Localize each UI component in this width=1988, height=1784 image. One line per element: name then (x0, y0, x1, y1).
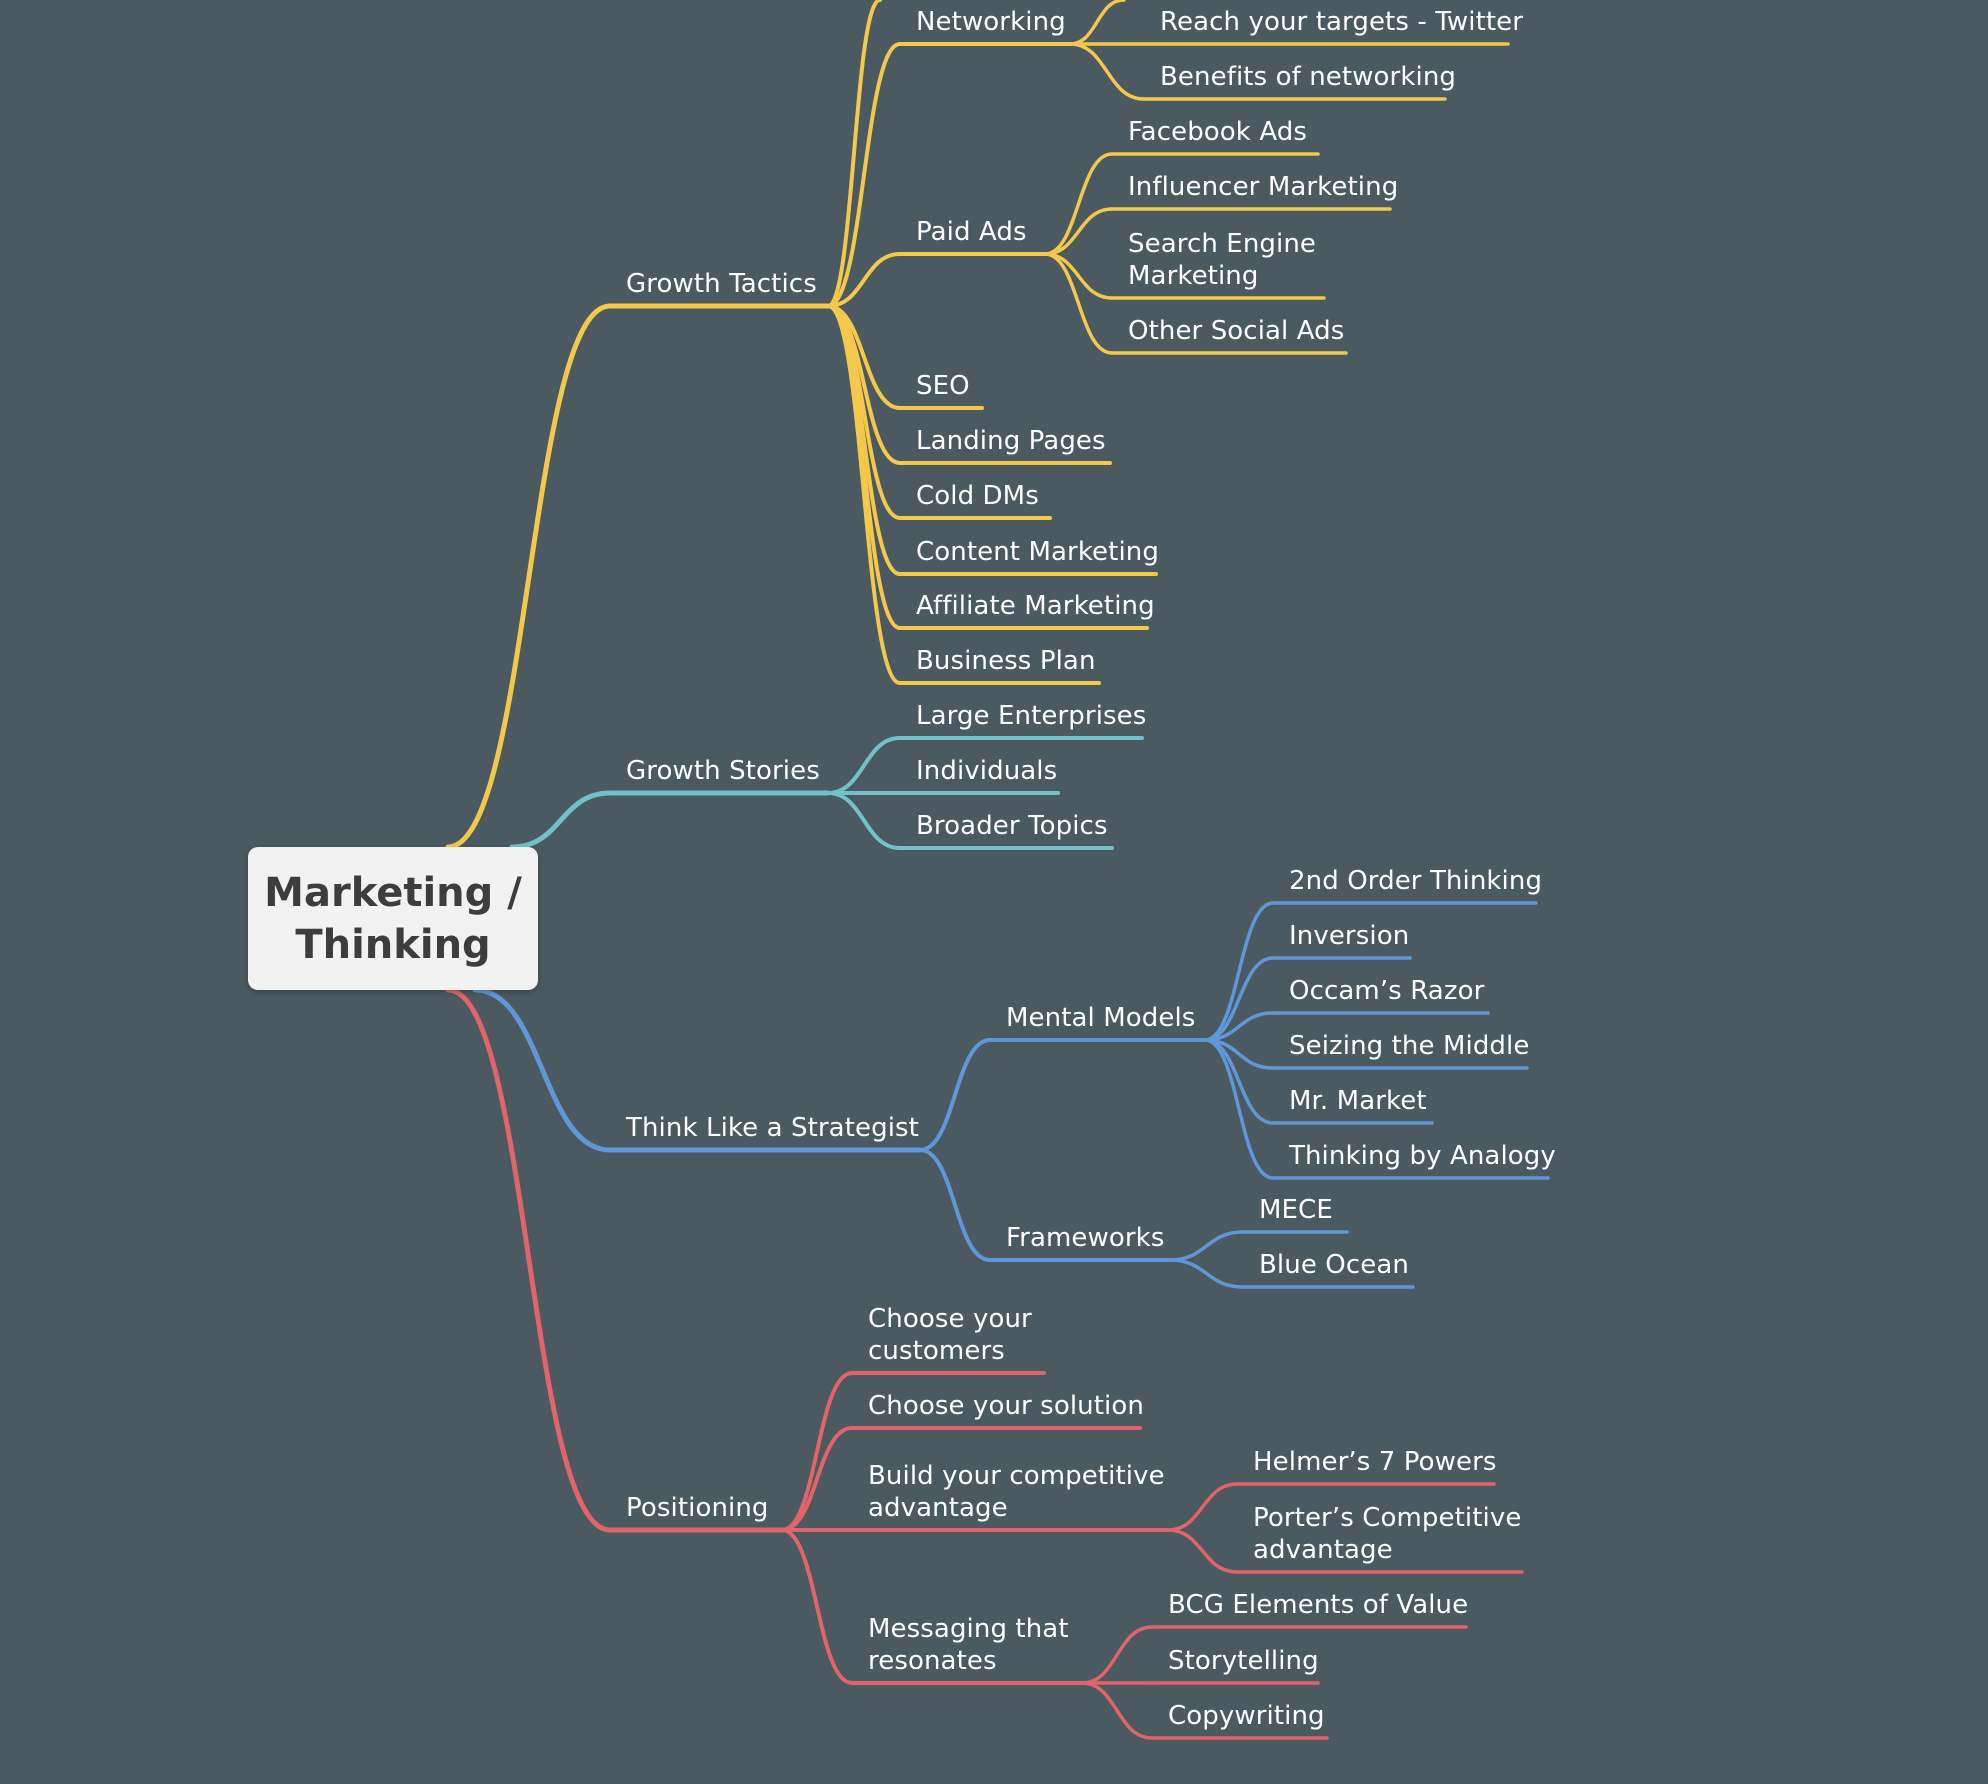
leaf-blue-ocean-connector (1168, 1258, 1245, 1289)
node-networking[interactable]: Networking (916, 7, 1066, 37)
branch-growth-stories[interactable]: Growth Stories (626, 756, 820, 786)
leaf-mece[interactable]: MECE (1259, 1195, 1333, 1225)
leaf-bcg-elements-value-connector (1080, 1625, 1154, 1685)
leaf-search-engine-marketing[interactable]: Search Engine Marketing (1128, 229, 1316, 291)
leaf-storytelling[interactable]: Storytelling (1168, 1646, 1319, 1676)
leaf-broader-topics[interactable]: Broader Topics (916, 811, 1108, 841)
leaf-2nd-order-thinking-connector (1203, 901, 1275, 1042)
leaf-landing-pages[interactable]: Landing Pages (916, 426, 1106, 456)
node-networking-offscreen-connector (1068, 0, 1126, 46)
leaf-facebook-ads[interactable]: Facebook Ads (1128, 117, 1308, 147)
leaf-occams-razor[interactable]: Occam’s Razor (1289, 976, 1485, 1006)
leaf-facebook-ads-connector (1043, 152, 1114, 256)
node-mental-models-connector (918, 1038, 992, 1152)
leaf-large-enterprises-connector (826, 736, 902, 795)
branch-positioning-connector (445, 987, 613, 1533)
leaf-choose-solution-connector (780, 1426, 854, 1532)
branch-growth-tactics-connector (445, 303, 613, 850)
node-frameworks[interactable]: Frameworks (1006, 1223, 1165, 1253)
node-messaging-connector (780, 1528, 854, 1685)
leaf-porters-advantage-connector (1166, 1528, 1239, 1574)
leaf-broader-topics-connector (826, 791, 902, 850)
leaf-inversion-connector (1203, 956, 1275, 1042)
leaf-2nd-order-thinking[interactable]: 2nd Order Thinking (1289, 866, 1543, 896)
leaf-influencer-marketing[interactable]: Influencer Marketing (1128, 172, 1399, 202)
leaf-porters-advantage[interactable]: Porter’s Competitive advantage (1253, 1503, 1522, 1565)
root-label: Marketing / Thinking (264, 869, 522, 968)
leaf-thinking-by-analogy-connector (1203, 1038, 1275, 1180)
leaf-blue-ocean[interactable]: Blue Ocean (1259, 1250, 1409, 1280)
leaf-copywriting[interactable]: Copywriting (1168, 1701, 1325, 1731)
node-networking-connector (826, 42, 902, 308)
node-build-advantage[interactable]: Build your competitive advantage (868, 1461, 1165, 1523)
leaf-benefits-networking[interactable]: Benefits of networking (1160, 62, 1457, 92)
leaf-bcg-elements-value[interactable]: BCG Elements of Value (1168, 1590, 1469, 1620)
leaf-content-marketing-connector (826, 304, 902, 576)
root-node[interactable]: Marketing / Thinking (248, 847, 538, 990)
leaf-mr-market[interactable]: Mr. Market (1289, 1086, 1427, 1116)
branch-think-like-strategist-connector (472, 987, 613, 1153)
leaf-thinking-by-analogy[interactable]: Thinking by Analogy (1289, 1141, 1556, 1171)
leaf-search-engine-marketing-connector (1043, 252, 1114, 300)
leaf-other-social-ads-connector (1043, 252, 1114, 355)
leaf-large-enterprises[interactable]: Large Enterprises (916, 701, 1147, 731)
leaf-choose-customers-connector (780, 1371, 854, 1532)
branch-positioning[interactable]: Positioning (626, 1493, 769, 1523)
leaf-seizing-the-middle[interactable]: Seizing the Middle (1289, 1031, 1530, 1061)
leaf-helmers-7-powers[interactable]: Helmer’s 7 Powers (1253, 1447, 1497, 1477)
node-messaging[interactable]: Messaging that resonates (868, 1614, 1069, 1676)
node-growth-offscreen-connector (826, 0, 882, 308)
leaf-business-plan-connector (826, 304, 902, 685)
branch-think-like-strategist[interactable]: Think Like a Strategist (626, 1113, 919, 1143)
leaf-benefits-networking-connector (1068, 42, 1146, 101)
node-frameworks-connector (918, 1148, 992, 1262)
leaf-cold-dms[interactable]: Cold DMs (916, 481, 1039, 511)
node-paid-ads[interactable]: Paid Ads (916, 217, 1027, 247)
branch-growth-stories-connector (509, 790, 613, 850)
leaf-inversion[interactable]: Inversion (1289, 921, 1410, 951)
leaf-choose-customers[interactable]: Choose your customers (868, 1304, 1032, 1366)
leaf-copywriting-connector (1080, 1681, 1154, 1740)
node-mental-models[interactable]: Mental Models (1006, 1003, 1196, 1033)
leaf-affiliate-marketing[interactable]: Affiliate Marketing (916, 591, 1155, 621)
leaf-individuals[interactable]: Individuals (916, 756, 1058, 786)
leaf-choose-solution[interactable]: Choose your solution (868, 1391, 1144, 1421)
leaf-influencer-marketing-connector (1043, 207, 1114, 256)
node-paid-ads-connector (826, 252, 902, 308)
leaf-reach-targets-twitter[interactable]: Reach your targets - Twitter (1160, 7, 1524, 37)
leaf-mece-connector (1168, 1230, 1245, 1262)
leaf-content-marketing[interactable]: Content Marketing (916, 537, 1159, 567)
leaf-business-plan[interactable]: Business Plan (916, 646, 1096, 676)
leaf-seo[interactable]: SEO (916, 371, 970, 401)
leaf-other-social-ads[interactable]: Other Social Ads (1128, 316, 1345, 346)
leaf-helmers-7-powers-connector (1166, 1482, 1239, 1532)
branch-growth-tactics[interactable]: Growth Tactics (626, 269, 817, 299)
